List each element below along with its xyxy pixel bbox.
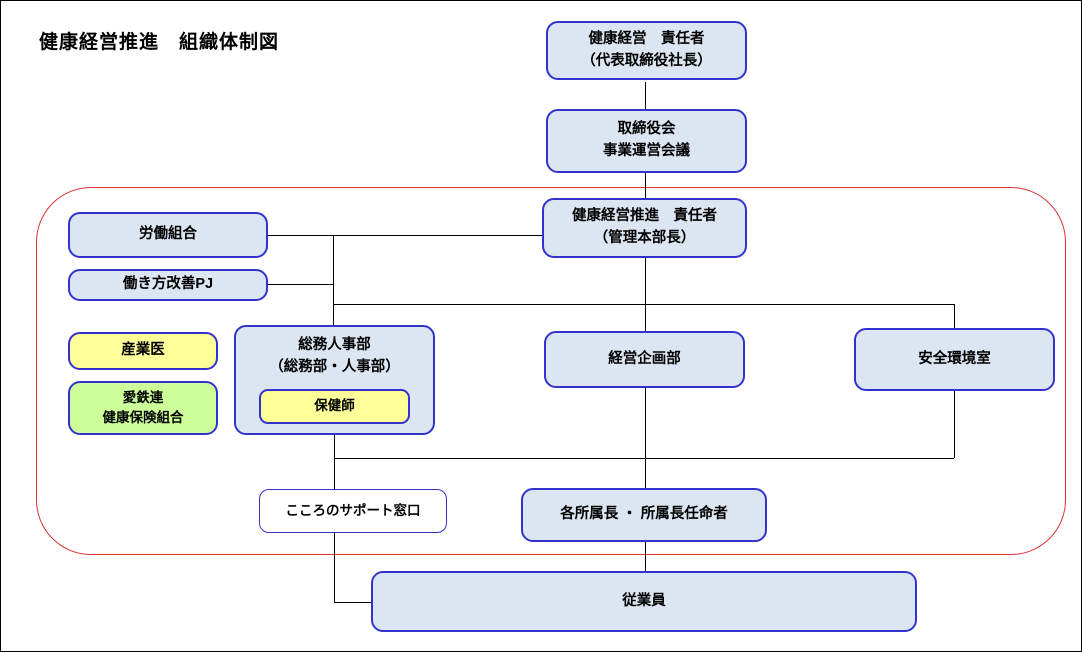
node-health-management-responsible: 健康経営 責任者 （代表取締役社長） [546, 21, 747, 80]
node-label: 働き方改善PJ [122, 276, 214, 293]
connector-ceo-board [645, 82, 646, 109]
node-workstyle-improvement-pj: 働き方改善PJ [68, 269, 268, 301]
node-label: 従業員 [622, 592, 666, 609]
connector-promotion-planning [645, 258, 646, 331]
node-label: 愛鉄連 [122, 389, 164, 405]
node-labor-union: 労働組合 [68, 212, 268, 258]
node-label: （代表取締役社長） [581, 52, 712, 69]
node-mental-support-desk: こころのサポート窓口 [259, 489, 447, 533]
node-label: 各所属長 ・ 所属長任命者 [560, 506, 728, 523]
node-department-heads: 各所属長 ・ 所属長任命者 [521, 488, 767, 542]
connector-employees-left [334, 602, 371, 603]
promotion-group-frame [36, 187, 1066, 555]
node-management-planning: 経営企画部 [544, 331, 745, 388]
node-board-of-directors: 取締役会 事業運営会議 [546, 109, 747, 173]
node-employees: 従業員 [371, 571, 917, 632]
node-general-affairs-hr: 総務人事部 （総務部・人事部） 保健師 [234, 325, 435, 435]
connector-safety-bottom [954, 391, 955, 458]
node-label: 健康経営推進 責任者 [572, 208, 717, 225]
node-label: 経営企画部 [608, 350, 681, 367]
connector-planning-heads [645, 387, 646, 488]
connector-heads-employees [645, 541, 646, 571]
node-label: 健康保険組合 [102, 410, 184, 425]
node-promotion-responsible: 健康経営推進 責任者 （管理本部長） [542, 198, 747, 258]
node-health-insurance-association: 愛鉄連 健康保険組合 [68, 381, 218, 435]
connector-lower-horizontal [334, 458, 954, 459]
node-label: 安全環境室 [918, 350, 991, 367]
page-title: 健康経営推進 組織体制図 [39, 32, 280, 53]
connector-mid-horizontal [333, 304, 954, 305]
node-label: 労働組合 [139, 226, 197, 243]
node-label: （総務部・人事部） [269, 358, 400, 375]
node-safety-environment-office: 安全環境室 [854, 328, 1055, 391]
connector-labor-promotion [267, 235, 542, 236]
connector-branch-gahr [333, 235, 334, 325]
connector-board-promotion [645, 172, 646, 198]
node-label: こころのサポート窓口 [285, 502, 421, 518]
node-label: 取締役会 [617, 121, 676, 138]
node-label: 産業医 [121, 342, 165, 359]
node-label: 事業運営会議 [603, 143, 690, 159]
connector-workstyle-branch [267, 284, 333, 285]
node-public-health-nurse: 保健師 [259, 389, 410, 424]
node-industrial-physician: 産業医 [68, 332, 218, 370]
connector-safety-top [954, 304, 955, 328]
node-label: （管理本部長） [593, 230, 696, 246]
node-label: 保健師 [314, 398, 355, 414]
node-label: 健康経営 責任者 [588, 30, 705, 47]
node-label: 総務人事部 [298, 337, 371, 353]
